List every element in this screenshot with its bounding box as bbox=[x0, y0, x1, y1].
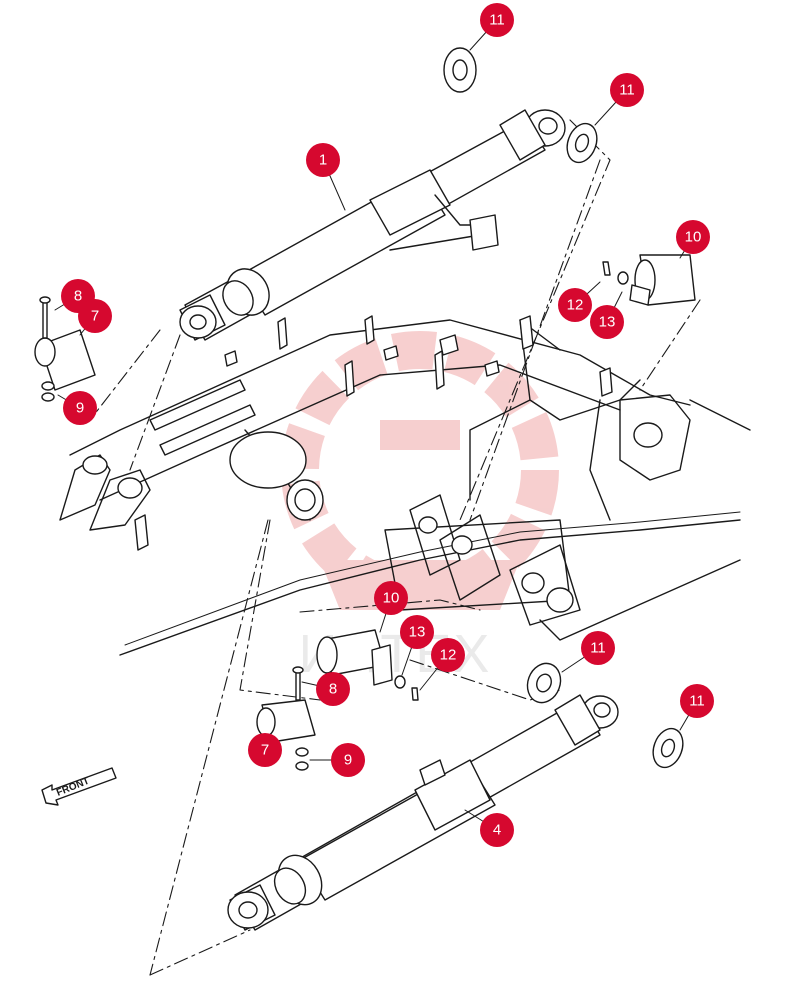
front-label: FRONT bbox=[55, 776, 91, 799]
callout-8-lower: 8 bbox=[316, 672, 350, 706]
callout-11-upper-right: 11 bbox=[610, 73, 644, 107]
callout-11-middle: 11 bbox=[581, 631, 615, 665]
callout-10-lower: 10 bbox=[374, 581, 408, 615]
svg-text:8: 8 bbox=[329, 681, 337, 698]
callout-4: 4 bbox=[480, 813, 514, 847]
boom-structure bbox=[59, 319, 751, 656]
svg-text:10: 10 bbox=[685, 229, 702, 246]
svg-text:13: 13 bbox=[409, 624, 426, 641]
callout-12-upper: 12 bbox=[558, 288, 592, 322]
cylinder-4 bbox=[227, 694, 619, 931]
callout-9-upper: 9 bbox=[63, 391, 97, 425]
svg-text:10: 10 bbox=[383, 590, 400, 607]
callout-13-lower: 13 bbox=[400, 615, 434, 649]
svg-text:4: 4 bbox=[493, 822, 501, 839]
svg-text:12: 12 bbox=[567, 297, 584, 314]
boom-brackets bbox=[134, 315, 613, 551]
callout-1: 1 bbox=[306, 143, 340, 177]
svg-text:7: 7 bbox=[91, 308, 99, 325]
svg-text:11: 11 bbox=[590, 640, 606, 657]
callout-7-lower: 7 bbox=[248, 733, 282, 767]
callout-12-lower: 12 bbox=[431, 638, 465, 672]
svg-text:11: 11 bbox=[689, 693, 705, 710]
svg-text:11: 11 bbox=[489, 12, 505, 29]
callout-10-upper: 10 bbox=[676, 220, 710, 254]
callout-11-top: 11 bbox=[480, 3, 514, 37]
callout-11-lower-right: 11 bbox=[680, 684, 714, 718]
pins-and-fasteners bbox=[34, 47, 696, 771]
svg-text:11: 11 bbox=[619, 82, 635, 99]
svg-text:9: 9 bbox=[76, 400, 84, 417]
svg-text:1: 1 bbox=[319, 152, 327, 169]
front-arrow: FRONT bbox=[41, 767, 117, 806]
svg-text:12: 12 bbox=[440, 647, 457, 664]
cylinder-1 bbox=[179, 109, 566, 341]
svg-text:9: 9 bbox=[344, 752, 352, 769]
svg-text:8: 8 bbox=[74, 288, 82, 305]
callout-7-upper: 7 bbox=[78, 299, 112, 333]
callout-9-lower: 9 bbox=[331, 743, 365, 777]
svg-text:13: 13 bbox=[599, 314, 616, 331]
svg-text:7: 7 bbox=[261, 742, 269, 759]
callout-13-upper: 13 bbox=[590, 305, 624, 339]
